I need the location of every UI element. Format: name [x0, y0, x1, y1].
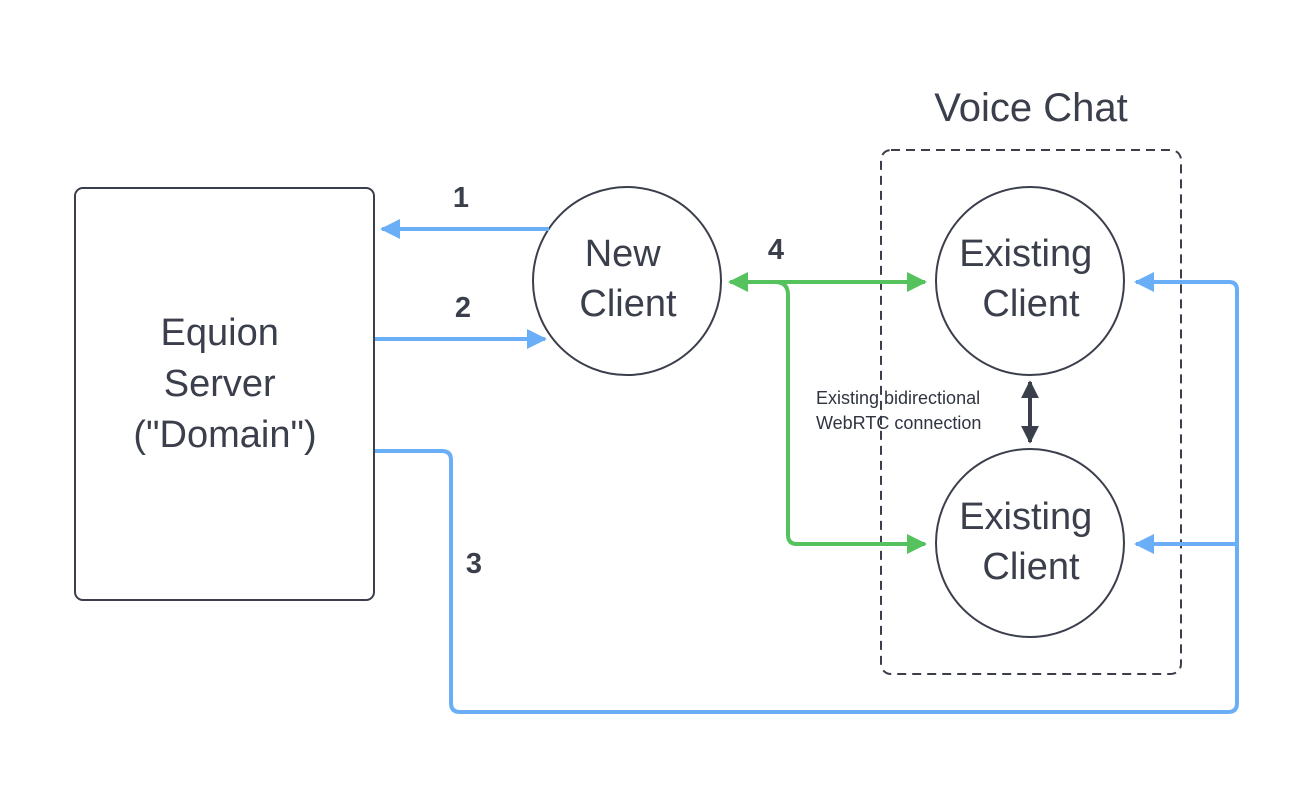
server-label-line-3: ("Domain"): [133, 414, 316, 456]
connection-note-line-2: WebRTC connection: [816, 413, 981, 433]
voice-chat-title: Voice Chat: [934, 86, 1127, 130]
existing-client-bottom-label-line-2: Client: [982, 546, 1080, 588]
new-client-label-line-1: New: [585, 233, 662, 275]
step-label-3: 3: [466, 548, 482, 580]
existing-client-top-label-line-2: Client: [982, 283, 1080, 325]
server-label-line-1: Equion: [161, 312, 279, 354]
voice-chat-group-box: [880, 149, 1182, 675]
svg-text:Existing Client: Existing Client: [959, 496, 1103, 588]
existing-client-top-label-line-1: Existing: [959, 233, 1092, 275]
server-label-line-2: Server: [164, 363, 276, 405]
new-client-node: New Client: [532, 186, 722, 376]
existing-client-bottom-label-line-1: Existing: [959, 496, 1092, 538]
equion-server-node: Equion Server ("Domain"): [74, 187, 375, 601]
svg-text:Existing bidirectional Web: Existing bidirectional WebRTC connection: [816, 388, 985, 433]
step-label-1: 1: [453, 182, 469, 214]
arrow-step-3-route: [375, 272, 1239, 714]
svg-text:Existing Client: Existing Client: [959, 233, 1103, 325]
existing-client-top-node: Existing Client: [935, 186, 1125, 376]
step-label-2: 2: [455, 292, 471, 324]
new-client-label-line-2: Client: [579, 283, 677, 325]
svg-text:Equion Server ("Do: Equion Server ("Domain"): [133, 312, 316, 456]
connection-note-line-1: Existing bidirectional: [816, 388, 980, 408]
step-label-4: 4: [768, 234, 784, 266]
existing-client-bottom-node: Existing Client: [935, 448, 1125, 638]
svg-text:New Client: New Client: [579, 233, 677, 325]
arrow-step-4-bottom: [774, 280, 927, 554]
